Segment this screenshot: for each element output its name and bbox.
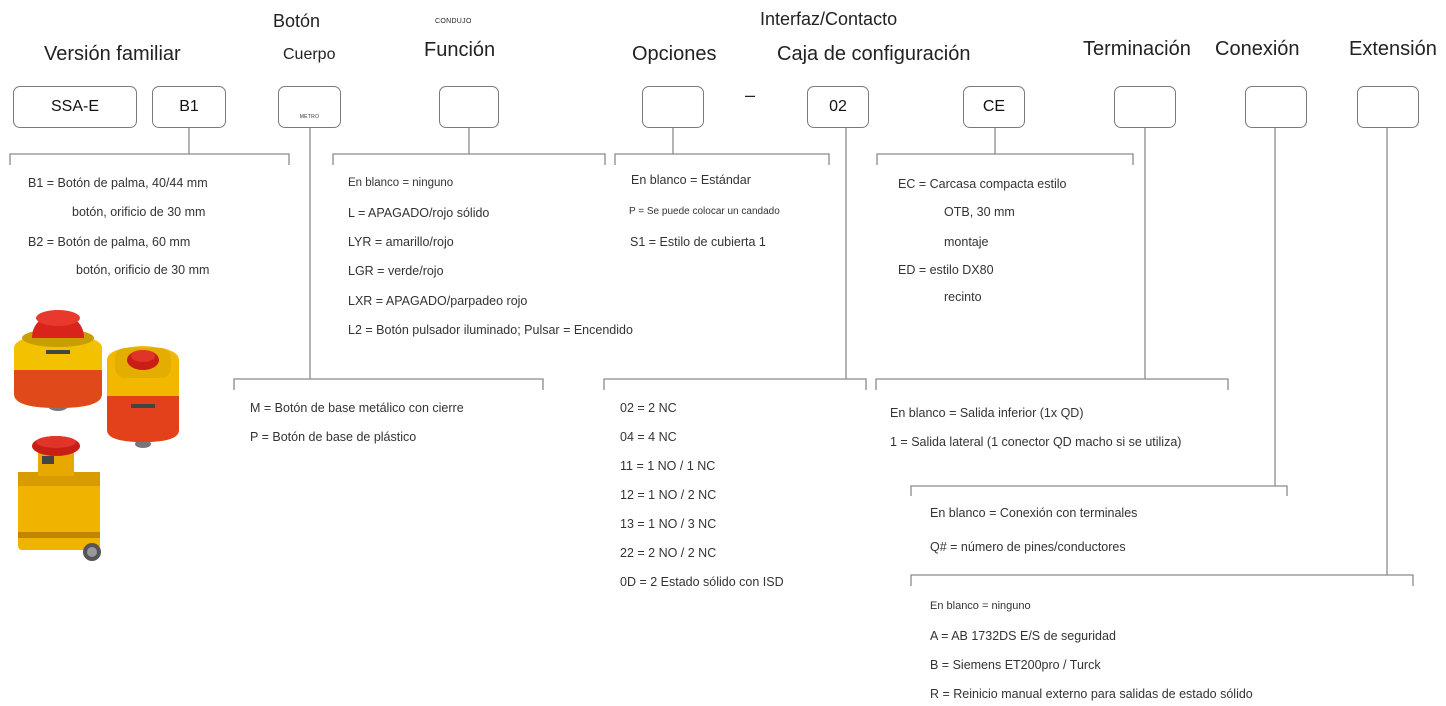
boton-option-b1: B1 = Botón de palma, 40/44 mm xyxy=(28,176,208,190)
funcion-option-l2: L2 = Botón pulsador iluminado; Pulsar = … xyxy=(348,323,633,337)
interfaz-option-0d: 0D = 2 Estado sólido con ISD xyxy=(620,575,784,589)
caja-bracket xyxy=(876,153,1134,165)
box-boton-value: B1 xyxy=(179,98,199,115)
header-caja: Caja de configuración xyxy=(777,43,971,65)
interfaz-option-11: 11 = 1 NO / 1 NC xyxy=(620,459,716,473)
header-conexion: Conexión xyxy=(1215,38,1300,60)
funcion-option-lxr: LXR = APAGADO/parpadeo rojo xyxy=(348,294,528,308)
extension-option-b: B = Siemens ET200pro / Turck xyxy=(930,658,1101,672)
separator-dash: – xyxy=(745,85,756,105)
cuerpo-option-p: P = Botón de base de plástico xyxy=(250,430,417,444)
product-photo-round-yellow xyxy=(14,310,102,411)
opciones-option-blank: En blanco = Estándar xyxy=(631,173,751,187)
terminacion-option-1: 1 = Salida lateral (1 conector QD macho … xyxy=(890,435,1182,449)
interfaz-option-13: 13 = 1 NO / 3 NC xyxy=(620,517,717,531)
box-extension xyxy=(1357,86,1419,128)
extension-option-a: A = AB 1732DS E/S de seguridad xyxy=(930,629,1116,643)
opciones-option-s1: S1 = Estilo de cubierta 1 xyxy=(630,235,766,249)
conexion-bracket xyxy=(910,485,1288,496)
product-photo-guarded-yellow xyxy=(107,346,179,448)
box-caja: CE xyxy=(963,86,1025,128)
header-extension: Extensión xyxy=(1349,38,1437,60)
funcion-option-blank: En blanco = ninguno xyxy=(348,177,454,189)
caja-option-ec-cont1: OTB, 30 mm xyxy=(944,205,1015,219)
box-boton: B1 xyxy=(152,86,226,128)
funcion-option-lgr: LGR = verde/rojo xyxy=(348,264,444,278)
header-terminacion: Terminación xyxy=(1083,38,1191,60)
conexion-option-blank: En blanco = Conexión con terminales xyxy=(930,506,1138,520)
boton-option-b1-cont: botón, orificio de 30 mm xyxy=(72,205,206,219)
box-funcion xyxy=(439,86,499,128)
conexion-option-q: Q# = número de pines/conductores xyxy=(930,540,1126,554)
caja-option-ec-cont2: montaje xyxy=(944,235,989,249)
interfaz-bracket xyxy=(603,378,867,390)
interfaz-option-22: 22 = 2 NO / 2 NC xyxy=(620,546,717,560)
extension-bracket xyxy=(910,574,1414,586)
interfaz-option-04: 04 = 4 NC xyxy=(620,430,677,444)
opciones-option-p: P = Se puede colocar un candado xyxy=(629,206,780,217)
box-version-familiar: SSA-E xyxy=(13,86,137,128)
box-interfaz-value: 02 xyxy=(829,98,847,115)
terminacion-bracket xyxy=(875,378,1229,390)
box-conexion xyxy=(1245,86,1307,128)
box-cuerpo-value: METRO xyxy=(299,114,320,120)
caja-option-ed-cont: recinto xyxy=(944,290,982,304)
opciones-bracket xyxy=(614,153,830,165)
header-funcion: Función xyxy=(424,39,496,61)
box-opciones xyxy=(642,86,704,128)
caja-option-ec: EC = Carcasa compacta estilo xyxy=(898,177,1067,191)
product-photo-metal-enclosure xyxy=(18,436,101,561)
extension-option-blank: En blanco = ninguno xyxy=(930,600,1031,612)
boton-bracket xyxy=(9,153,290,165)
header-boton: Botón xyxy=(273,11,321,31)
funcion-bracket xyxy=(332,153,606,165)
box-version-familiar-value: SSA-E xyxy=(50,98,99,115)
terminacion-option-blank: En blanco = Salida inferior (1x QD) xyxy=(890,406,1084,420)
funcion-option-l: L = APAGADO/rojo sólido xyxy=(348,206,490,220)
boton-option-b2-cont: botón, orificio de 30 mm xyxy=(76,263,210,277)
funcion-option-lyr: LYR = amarillo/rojo xyxy=(348,235,454,249)
box-terminacion xyxy=(1114,86,1176,128)
extension-option-r: R = Reinicio manual externo para salidas… xyxy=(930,687,1253,701)
interfaz-option-02: 02 = 2 NC xyxy=(620,401,677,415)
header-cuerpo: Cuerpo xyxy=(283,46,336,63)
box-caja-value: CE xyxy=(982,98,1006,115)
interfaz-option-12: 12 = 1 NO / 2 NC xyxy=(620,488,717,502)
header-conduio: CONDUJO xyxy=(435,18,472,25)
header-opciones: Opciones xyxy=(632,43,717,65)
box-cuerpo: METRO xyxy=(278,86,341,128)
boton-option-b2: B2 = Botón de palma, 60 mm xyxy=(28,235,191,249)
caja-option-ed: ED = estilo DX80 xyxy=(898,263,994,277)
header-version-familiar: Versión familiar xyxy=(44,43,181,65)
cuerpo-bracket xyxy=(233,378,544,390)
header-interfaz: Interfaz/Contacto xyxy=(760,9,898,29)
box-interfaz: 02 xyxy=(807,86,869,128)
cuerpo-option-m: M = Botón de base metálico con cierre xyxy=(250,401,464,415)
